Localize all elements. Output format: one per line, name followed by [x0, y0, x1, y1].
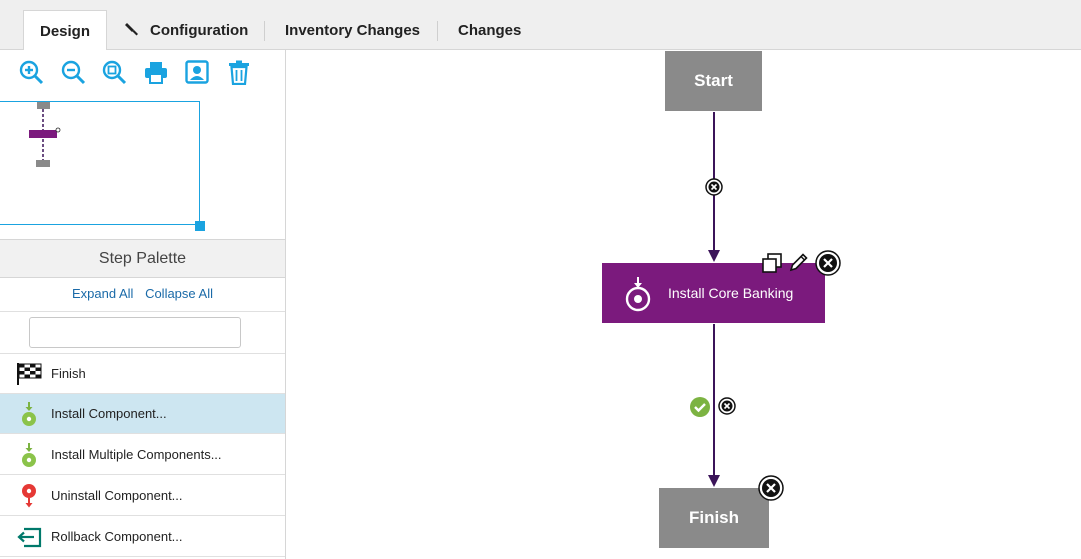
- start-node[interactable]: Start: [665, 51, 762, 111]
- tab-design-label: Design: [40, 23, 91, 40]
- install-component-icon: [625, 277, 651, 312]
- zoom-fit-icon[interactable]: [101, 59, 127, 85]
- step-node-label: Install Core Banking: [668, 285, 794, 301]
- start-node-label: Start: [694, 71, 733, 90]
- tab-changes[interactable]: Changes: [442, 10, 537, 49]
- palette-search-input[interactable]: [29, 317, 241, 348]
- step-delete-icon[interactable]: [815, 250, 841, 276]
- tab-bar: Design Configuration Inventory Changes C…: [0, 0, 1081, 50]
- delete-icon[interactable]: [226, 59, 252, 85]
- minimap-resize-handle[interactable]: [195, 221, 205, 231]
- finish-node[interactable]: Finish: [659, 488, 769, 548]
- tab-design[interactable]: Design: [23, 10, 108, 50]
- palette-item-label: Uninstall Component...: [51, 488, 183, 503]
- minimap-diagram: [29, 102, 61, 167]
- checkered-flag-icon: [17, 363, 42, 385]
- tab-divider: [264, 21, 265, 41]
- uninstall-component-icon: [22, 484, 36, 508]
- tab-changes-label: Changes: [458, 22, 522, 39]
- palette-item-uninstall-component[interactable]: Uninstall Component...: [0, 476, 285, 516]
- collapse-all-link[interactable]: Collapse All: [145, 286, 213, 301]
- palette-item-label: Finish: [51, 366, 86, 381]
- palette-item-finish[interactable]: Finish: [0, 354, 285, 394]
- palette-search-row: [0, 312, 285, 354]
- wrench-icon: [125, 23, 138, 36]
- zoom-out-icon[interactable]: [60, 59, 86, 85]
- toolbar: [0, 50, 285, 96]
- palette-item-label: Install Component...: [51, 406, 167, 421]
- workflow-canvas[interactable]: Start Install Core Banking Finish: [286, 50, 1081, 559]
- step-node-install[interactable]: Install Core Banking: [602, 263, 825, 323]
- palette-item-rollback-component[interactable]: Rollback Component...: [0, 517, 285, 557]
- tab-configuration[interactable]: Configuration: [110, 10, 264, 49]
- connector-delete-icon[interactable]: [718, 397, 736, 415]
- install-component-icon: [22, 402, 36, 426]
- palette-title: Step Palette: [0, 239, 285, 278]
- palette-item-label: Install Multiple Components...: [51, 447, 222, 462]
- edit-pencil-icon[interactable]: [788, 251, 810, 273]
- palette-item-install-component[interactable]: Install Component...: [0, 394, 285, 434]
- print-icon[interactable]: [143, 59, 169, 85]
- expand-all-link[interactable]: Expand All: [72, 286, 134, 301]
- palette-item-install-multiple-components[interactable]: Install Multiple Components...: [0, 435, 285, 475]
- finish-node-label: Finish: [688, 508, 740, 527]
- copy-icon[interactable]: [761, 252, 783, 274]
- tab-inventory-changes[interactable]: Inventory Changes: [269, 10, 436, 49]
- rollback-icon: [17, 527, 42, 548]
- zoom-in-icon[interactable]: [18, 59, 44, 85]
- export-image-icon[interactable]: [184, 59, 210, 85]
- tab-divider: [437, 21, 438, 41]
- tab-inventory-changes-label: Inventory Changes: [285, 22, 421, 39]
- tab-configuration-label: Configuration: [150, 22, 249, 39]
- left-panel: Step Palette Expand All Collapse All Fin…: [0, 50, 286, 559]
- finish-delete-icon[interactable]: [758, 475, 784, 501]
- connector-delete-icon[interactable]: [705, 178, 723, 196]
- expand-collapse-row: Expand All Collapse All: [0, 277, 285, 312]
- palette-item-label: Rollback Component...: [51, 529, 183, 544]
- success-check-icon[interactable]: [689, 396, 711, 418]
- overview-minimap[interactable]: [0, 101, 200, 225]
- install-multiple-icon: [22, 443, 36, 467]
